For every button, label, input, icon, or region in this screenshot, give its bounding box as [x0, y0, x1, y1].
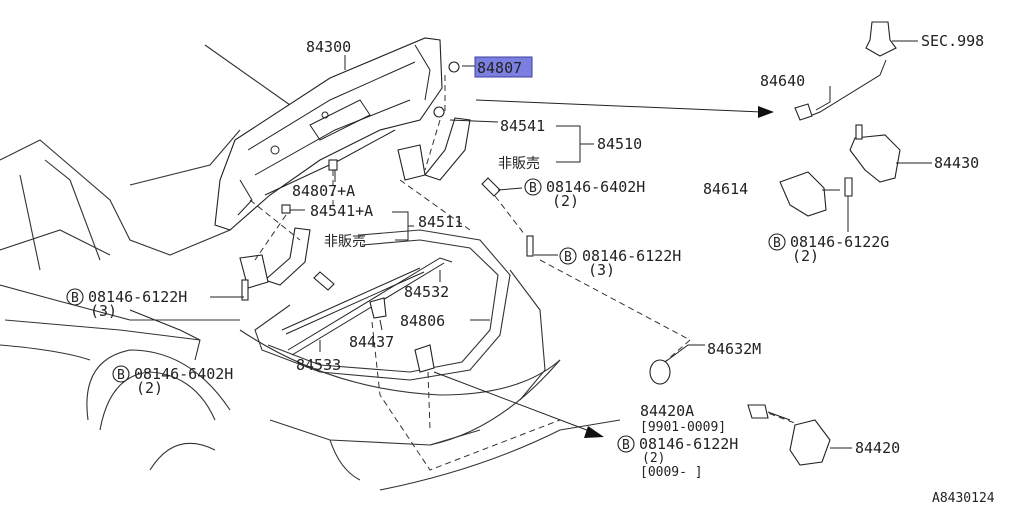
label-bolt-6122g-qty: (2): [792, 247, 819, 265]
label-84532: 84532: [404, 283, 449, 301]
highlight-box: [474, 56, 533, 78]
bolt-84420a: [747, 404, 791, 421]
label-sec998: SEC.998: [921, 32, 984, 50]
key-cylinder-sec998: [865, 21, 918, 57]
rod-84640: [794, 59, 887, 121]
label-84807[interactable]: 84807: [477, 59, 522, 77]
label-84437: 84437: [349, 333, 394, 351]
label-84420: 84420: [855, 439, 900, 457]
bolt-icon-group: [241, 61, 534, 301]
striker-mount: [414, 344, 435, 373]
bolt-marker-b: B: [529, 181, 537, 196]
label-bolt-6122g: 08146-6122G: [790, 233, 889, 251]
car-body-outline: [0, 44, 621, 491]
bolt-marker-icon: [524, 178, 542, 196]
bolt-marker-b: B: [117, 368, 125, 383]
label-not-for-sale-1: 非販売: [498, 156, 540, 172]
bolt-icon: [241, 279, 249, 301]
bolt-marker-b: B: [71, 291, 79, 306]
cap-icon: [433, 106, 445, 118]
latch-84420: [789, 419, 852, 466]
leader-lines: [129, 55, 849, 361]
bolt-marker-icon: [559, 247, 577, 265]
diagram-id: A8430124: [932, 491, 995, 506]
label-bolt-6402h-right: 08146-6402H: [546, 178, 645, 196]
label-84420a: 84420A: [640, 402, 694, 420]
bolt-marker-icon: [112, 365, 130, 383]
label-bolt-6122h-left: 08146-6122H: [88, 288, 187, 306]
label-84533: 84533: [296, 356, 341, 374]
label-bolt-6122h-center-qty: (3): [588, 261, 615, 279]
seal-84632m: [649, 344, 705, 385]
bolt-marker-icon: [768, 233, 786, 251]
trunk-lid: [214, 37, 443, 231]
bolt-icon: [481, 177, 501, 197]
bolt-marker-icon: [66, 288, 84, 306]
label-bolt-6122h-center: 08146-6122H: [582, 247, 681, 265]
torsion-rods: [281, 257, 453, 356]
bolt-marker-b: B: [773, 236, 781, 251]
bolt-marker-icon: [617, 435, 635, 453]
label-84511: 84511: [418, 213, 463, 231]
labels: 84300 84807 84541 84510 非販売 84807+A 8454…: [66, 32, 995, 506]
label-range-2: [0009- ]: [640, 465, 703, 480]
label-bolt-6402h-left-qty: (2): [136, 379, 163, 397]
label-84430: 84430: [934, 154, 979, 172]
lock-84430: [849, 124, 932, 183]
label-bolt-6402h-left: 08146-6402H: [134, 365, 233, 383]
label-bolt-6122h-left-qty: (3): [90, 302, 117, 320]
hinge-right: [397, 117, 471, 181]
label-84614: 84614: [703, 180, 748, 198]
cap-icon: [448, 61, 460, 73]
bolt-icon: [313, 271, 335, 291]
arrow-to-lock-assembly: [475, 99, 774, 118]
bolt-marker-b: B: [564, 250, 572, 265]
label-bolt-6402h-right-qty: (2): [552, 192, 579, 210]
label-84807-a: 84807+A: [292, 182, 355, 200]
bolt-84430: [844, 177, 853, 197]
label-84640: 84640: [760, 72, 805, 90]
bolt-marker-b: B: [622, 438, 630, 453]
label-84300: 84300: [306, 38, 351, 56]
label-bolt-6122h-lower: 08146-6122H: [639, 435, 738, 453]
label-not-for-sale-2: 非販売: [324, 234, 366, 250]
label-84510: 84510: [597, 135, 642, 153]
actuator-84614: [779, 171, 827, 217]
latch-84437: [369, 297, 387, 319]
label-bolt-6122h-lower-qty: (2): [642, 451, 665, 466]
bumper-icon: [281, 204, 291, 214]
label-84541: 84541: [500, 117, 545, 135]
bumper-icon: [328, 159, 338, 171]
arrow-to-latch-assembly: [433, 371, 604, 438]
label-range-1: [9901-0009]: [640, 420, 726, 435]
label-84806: 84806: [400, 312, 445, 330]
label-84541-a: 84541+A: [310, 202, 373, 220]
hinge-left: [239, 227, 311, 289]
label-84632m: 84632M: [707, 340, 761, 358]
bolt-icon: [526, 235, 534, 257]
